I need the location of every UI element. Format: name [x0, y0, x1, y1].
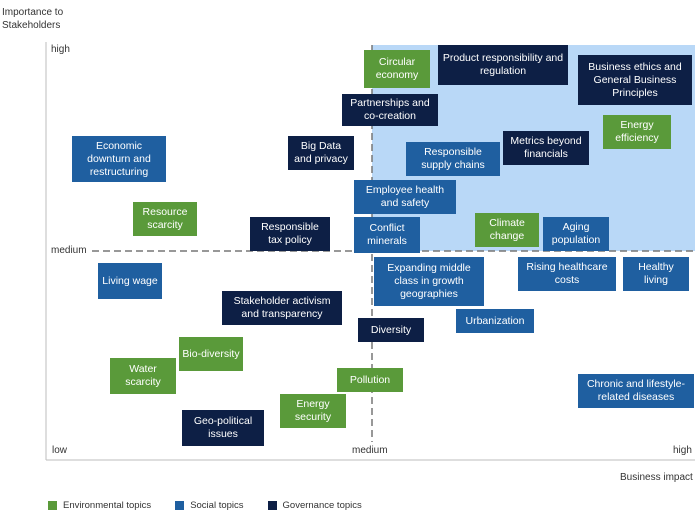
y-axis-title: Importance to Stakeholders — [2, 7, 64, 31]
topic-employee-health-safety: Employee health and safety — [354, 180, 456, 214]
topic-circular-economy: Circular economy — [364, 50, 430, 88]
y-tick-high: high — [51, 44, 70, 55]
topic-big-data-privacy: Big Data and privacy — [288, 136, 354, 170]
topic-climate-change: Climate change — [475, 213, 539, 247]
topic-bio-diversity: Bio-diversity — [179, 337, 243, 371]
x-tick-high: high — [673, 445, 692, 456]
legend-swatch-social — [175, 501, 185, 510]
topic-healthy-living: Healthy living — [623, 257, 689, 291]
legend-item-governance: Governance topics — [267, 500, 362, 511]
topic-energy-security: Energy security — [280, 394, 346, 428]
topic-economic-downturn: Economic downturn and restructuring — [72, 136, 166, 182]
topic-urbanization: Urbanization — [456, 309, 534, 333]
topic-conflict-minerals: Conflict minerals — [354, 217, 420, 253]
topic-partnerships: Partnerships and co-creation — [342, 94, 438, 126]
x-tick-medium: medium — [352, 445, 388, 456]
legend-label-environmental: Environmental topics — [63, 500, 152, 511]
legend-swatch-environmental — [48, 501, 57, 510]
topic-energy-efficiency: Energy efficiency — [603, 115, 671, 149]
legend-item-social: Social topics — [175, 500, 244, 511]
topic-living-wage: Living wage — [98, 263, 162, 299]
topic-stakeholder-activism: Stakeholder activism and transparency — [222, 291, 342, 325]
y-tick-medium: medium — [51, 245, 87, 256]
topic-responsible-supply-chains: Responsible supply chains — [406, 142, 500, 176]
x-tick-low: low — [52, 445, 68, 456]
x-axis-title: Business impact — [620, 472, 693, 483]
topic-diversity: Diversity — [358, 318, 424, 342]
topic-water-scarcity: Water scarcity — [110, 358, 176, 394]
legend-item-environmental: Environmental topics — [48, 500, 151, 511]
topic-chronic-diseases: Chronic and lifestyle-related diseases — [578, 374, 694, 408]
topic-responsible-tax-policy: Responsible tax policy — [250, 217, 330, 251]
legend: Environmental topics Social topics Gover… — [48, 500, 362, 511]
topic-aging-population: Aging population — [543, 217, 609, 251]
legend-label-governance: Governance topics — [282, 500, 362, 511]
topic-business-ethics: Business ethics and General Business Pri… — [578, 55, 692, 105]
topic-resource-scarcity: Resource scarcity — [133, 202, 197, 236]
topic-geo-political-issues: Geo-political issues — [182, 410, 264, 446]
topic-metrics-beyond-financials: Metrics beyond financials — [503, 131, 589, 165]
topic-product-responsibility: Product responsibility and regulation — [438, 45, 568, 85]
topic-expanding-middle-class: Expanding middle class in growth geograp… — [374, 257, 484, 306]
topic-rising-healthcare-costs: Rising healthcare costs — [518, 257, 616, 291]
legend-swatch-governance — [267, 501, 277, 510]
legend-label-social: Social topics — [190, 500, 244, 511]
topic-pollution: Pollution — [337, 368, 403, 392]
